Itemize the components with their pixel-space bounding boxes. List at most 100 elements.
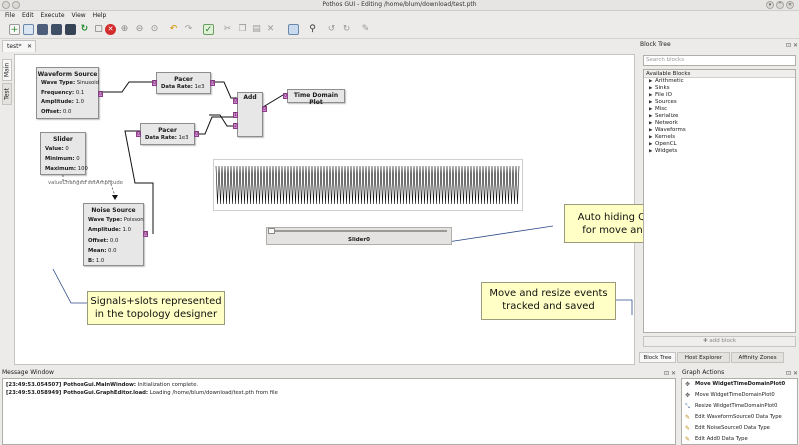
tree-item[interactable]: ▶Misc [644, 106, 795, 113]
action-item[interactable]: ✎Edit WaveformSource0 Data Type [684, 414, 782, 421]
zoom-out-icon[interactable]: ⊖ [135, 24, 144, 34]
search-blocks-input[interactable]: Search blocks [643, 55, 796, 66]
menu-file[interactable]: File [5, 12, 16, 19]
find-icon[interactable]: ⚲ [309, 24, 316, 34]
block-prop: Offset: 0.0 [88, 237, 119, 244]
input-port[interactable]: 0 [152, 80, 157, 86]
tab-host-explorer[interactable]: Host Explorer [677, 352, 730, 363]
panel-buttons[interactable]: ⊡ ✕ [786, 370, 798, 377]
tab-main[interactable]: Main [2, 59, 12, 81]
output-port[interactable]: 0 [194, 131, 199, 137]
expand-arrow-icon[interactable]: ▶ [649, 79, 653, 84]
tree-item[interactable]: ▶Arithmetic [644, 78, 795, 85]
block-noise-source[interactable]: Noise Source Wave Type: Poisson Amplitud… [83, 203, 148, 266]
rotate-left-icon[interactable]: ↺ [327, 24, 336, 34]
expand-arrow-icon[interactable]: ▶ [649, 93, 653, 98]
zoom-in-icon[interactable]: ⊕ [120, 24, 129, 34]
tab-affinity-zones[interactable]: Affinity Zones [731, 352, 784, 363]
tab-test[interactable]: test* ✕ [2, 40, 36, 52]
tree-item[interactable]: ▶Serialize [644, 113, 795, 120]
expand-arrow-icon[interactable]: ▶ [649, 149, 653, 154]
window-shade-button[interactable] [12, 1, 20, 9]
block-slider[interactable]: Slider Value: 0 Minimum: 0 Maximum: 100 [40, 132, 88, 175]
output-port[interactable]: 0 [210, 80, 215, 86]
add-block-button[interactable]: ✚ add block [643, 336, 796, 347]
expand-arrow-icon[interactable]: ▶ [649, 121, 653, 126]
graph-actions-list[interactable]: ✥Move WidgetTimeDomainPlot0 ✥Move Widget… [681, 378, 798, 445]
input-port-0[interactable]: 0 [233, 98, 238, 104]
expand-arrow-icon[interactable]: ▶ [649, 86, 653, 91]
tree-item[interactable]: ▶OpenCL [644, 141, 795, 148]
output-port[interactable]: 0 [98, 91, 103, 97]
expand-arrow-icon[interactable]: ▶ [649, 128, 653, 133]
block-time-domain-plot[interactable]: Time Domain Plot 0 [283, 89, 345, 106]
menu-execute[interactable]: Execute [40, 12, 65, 19]
expand-arrow-icon[interactable]: ▶ [649, 100, 653, 105]
input-port-2[interactable]: 2 [233, 123, 238, 129]
tree-item[interactable]: ▶Widgets [644, 148, 795, 155]
action-item[interactable]: ✎Edit Add0 Data Type [684, 436, 748, 443]
delete-icon[interactable]: ✕ [266, 24, 275, 34]
menu-edit[interactable]: Edit [21, 12, 34, 19]
cut-icon[interactable]: ✂ [223, 24, 232, 34]
menu-help[interactable]: Help [92, 12, 107, 19]
panel-buttons[interactable]: ⊡ ✕ [786, 42, 798, 49]
input-port-1[interactable]: 1 [233, 112, 238, 118]
expand-arrow-icon[interactable]: ▶ [649, 142, 653, 147]
slider-handle[interactable] [268, 228, 275, 234]
reload-icon[interactable]: ↻ [80, 24, 89, 34]
action-item[interactable]: ⤡Resize WidgetTimeDomainPlot0 [685, 403, 778, 410]
slider-track[interactable] [271, 230, 447, 232]
block-pacer-1[interactable]: Pacer Data Rate: 1e3 0 0 [152, 72, 215, 94]
tab-close-icon[interactable]: ✕ [26, 43, 32, 50]
save-all-icon[interactable] [65, 24, 76, 35]
zoom-original-icon[interactable]: ⊙ [150, 24, 159, 34]
redo-icon[interactable]: ↷ [184, 24, 193, 34]
new-icon[interactable]: + [9, 24, 20, 35]
action-item[interactable]: ✎Edit NoiseSource0 Data Type [684, 425, 770, 432]
edit-icon[interactable]: ✎ [361, 24, 370, 34]
window-menu-button[interactable] [2, 1, 10, 9]
expand-arrow-icon[interactable]: ▶ [649, 114, 653, 119]
widget-slider[interactable]: Slider0 [266, 227, 452, 245]
tree-item[interactable]: ▶File IO [644, 92, 795, 99]
close-icon[interactable]: ▢ [94, 24, 103, 34]
input-port[interactable]: 0 [283, 93, 288, 99]
output-port[interactable]: 0 [262, 106, 267, 112]
block-add[interactable]: Add 0 1 2 0 [233, 92, 267, 137]
action-item[interactable]: ✥Move WidgetTimeDomainPlot0 [684, 381, 786, 388]
graph-canvas[interactable]: Waveform Source Wave Type: Sinusoid Freq… [14, 54, 700, 365]
tree-item[interactable]: ▶Sources [644, 99, 795, 106]
save-icon[interactable] [37, 24, 48, 35]
stop-icon[interactable]: ✕ [105, 24, 116, 35]
save-as-icon[interactable] [51, 24, 62, 35]
undo-icon[interactable]: ↶ [169, 24, 178, 34]
widget-time-domain-plot[interactable] [213, 159, 523, 211]
minimize-button[interactable]: ▾ [766, 1, 774, 9]
paste-icon[interactable]: ▤ [252, 24, 261, 34]
input-port[interactable]: 0 [136, 131, 141, 137]
menu-view[interactable]: View [71, 12, 86, 19]
maximize-button[interactable]: ^ [776, 1, 784, 9]
tab-test-page[interactable]: Test [2, 83, 12, 105]
action-item[interactable]: ✥Move WidgetTimeDomainPlot0 [684, 392, 775, 399]
tab-block-tree[interactable]: Block Tree [639, 352, 676, 363]
message-log[interactable]: [23:49:53.054507] PothosGui.MainWindow: … [2, 378, 676, 445]
block-pacer-2[interactable]: Pacer Data Rate: 1e3 0 0 [136, 123, 199, 145]
tree-item[interactable]: ▶Sinks [644, 85, 795, 92]
enable-icon[interactable]: ✓ [203, 24, 214, 35]
rotate-right-icon[interactable]: ↻ [342, 24, 351, 34]
block-waveform-source[interactable]: Waveform Source Wave Type: Sinusoid Freq… [36, 67, 103, 119]
output-port[interactable]: 0 [143, 231, 148, 237]
block-tree-list[interactable]: Available Blocks ▶Arithmetic▶Sinks▶File … [643, 69, 796, 333]
close-window-button[interactable]: ✕ [786, 1, 794, 9]
tree-item[interactable]: ▶Kernels [644, 134, 795, 141]
panel-buttons[interactable]: ⊡ ✕ [664, 370, 676, 377]
expand-arrow-icon[interactable]: ▶ [649, 107, 653, 112]
tree-item[interactable]: ▶Network [644, 120, 795, 127]
tree-item[interactable]: ▶Waveforms [644, 127, 795, 134]
expand-arrow-icon[interactable]: ▶ [649, 135, 653, 140]
open-icon[interactable] [23, 24, 34, 35]
copy-icon[interactable]: ❐ [238, 24, 247, 34]
properties-icon[interactable] [288, 24, 299, 35]
